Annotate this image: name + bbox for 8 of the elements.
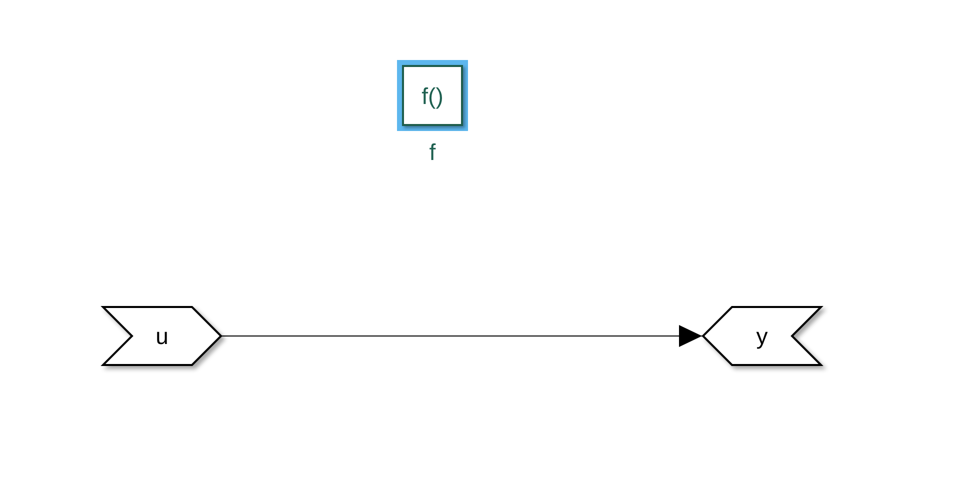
signal-arrow xyxy=(222,325,702,347)
outport-block xyxy=(702,306,822,366)
port-label: y xyxy=(756,323,768,349)
inport-block xyxy=(102,306,222,366)
port-label: u xyxy=(156,323,168,349)
block-name-label: f xyxy=(429,139,436,165)
function-label: f() xyxy=(422,82,444,108)
function-block xyxy=(397,60,468,131)
